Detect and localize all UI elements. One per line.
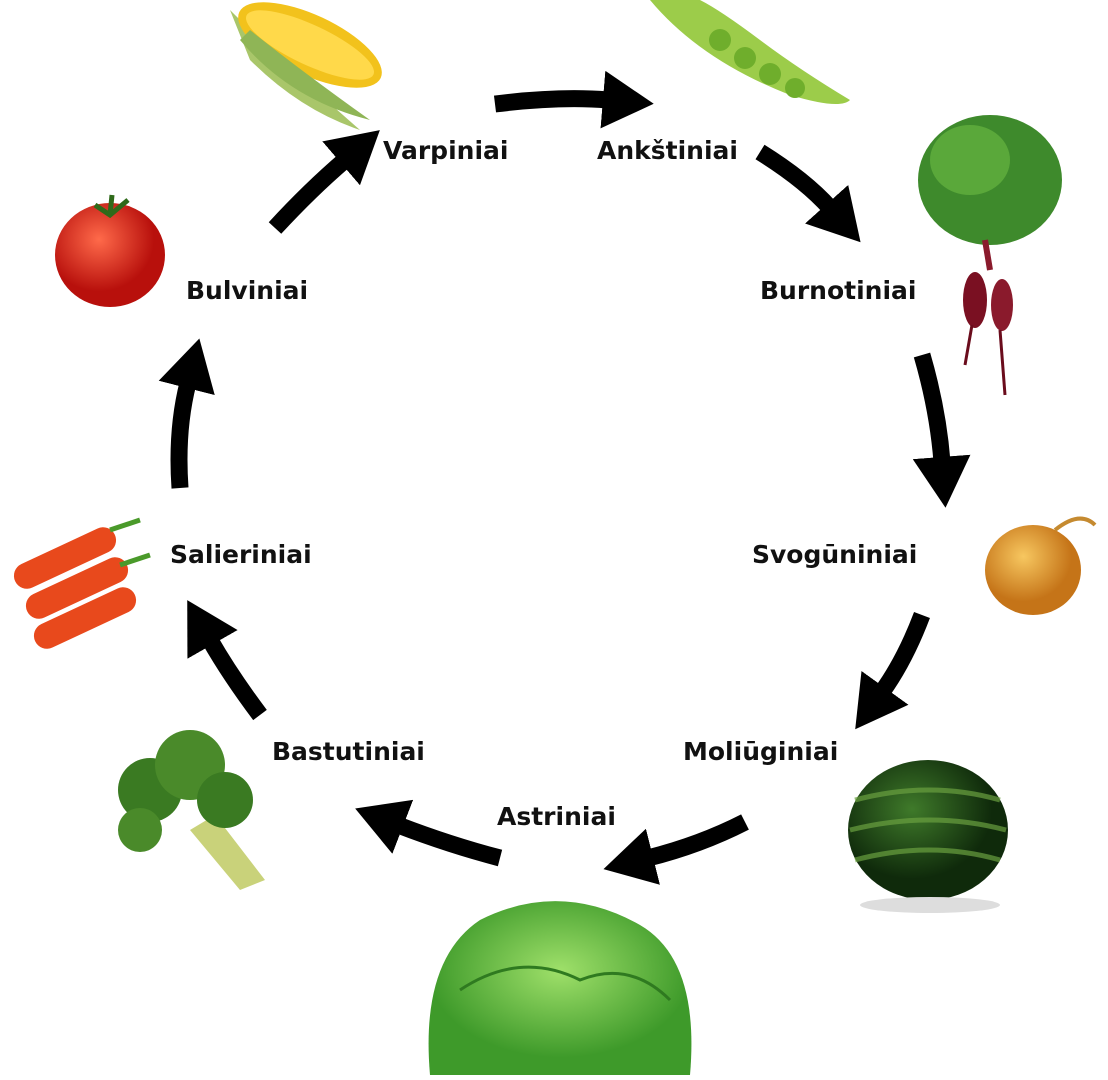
label-bulviniai: Bulviniai bbox=[186, 276, 308, 305]
labels: Varpiniai Ankštiniai Burnotiniai Svogūni… bbox=[170, 136, 917, 831]
label-burnotiniai: Burnotiniai bbox=[760, 276, 916, 305]
arrow-bastutiniai-to-salieriniai bbox=[187, 600, 267, 721]
arrow-moliuginiai-to-astriniai bbox=[603, 814, 749, 885]
label-varpiniai: Varpiniai bbox=[383, 136, 508, 165]
label-salieriniai: Salieriniai bbox=[170, 540, 312, 569]
label-svoguniniai: Svogūniniai bbox=[752, 540, 917, 569]
arrow-astriniai-to-bastutiniai bbox=[355, 799, 503, 867]
label-moliuginiai: Moliūginiai bbox=[683, 737, 838, 766]
arrow-burnotiniai-to-svoguniniai bbox=[912, 352, 971, 508]
label-astriniai: Astriniai bbox=[497, 802, 616, 831]
arrow-ankstiniai-to-burnotiniai bbox=[755, 144, 861, 243]
arrow-bulviniai-to-varpiniai bbox=[268, 130, 380, 234]
corn-image bbox=[230, 2, 382, 130]
arrows bbox=[158, 70, 971, 885]
label-ankstiniai: Ankštiniai bbox=[597, 136, 738, 165]
carrots-image bbox=[13, 517, 151, 649]
label-bastutiniai: Bastutiniai bbox=[272, 737, 425, 766]
watermelon-image bbox=[848, 760, 1008, 913]
tomato-image bbox=[55, 194, 165, 307]
arrow-varpiniai-to-ankstiniai bbox=[493, 70, 654, 129]
onion-image bbox=[985, 516, 1097, 615]
peas-image bbox=[650, 0, 850, 104]
lettuce-image bbox=[428, 901, 692, 1075]
broccoli-image bbox=[118, 730, 265, 890]
arrow-salieriniai-to-bulviniai bbox=[158, 338, 215, 489]
arrow-svoguniniai-to-moliuginiai bbox=[855, 611, 930, 730]
beet-image bbox=[918, 115, 1062, 396]
